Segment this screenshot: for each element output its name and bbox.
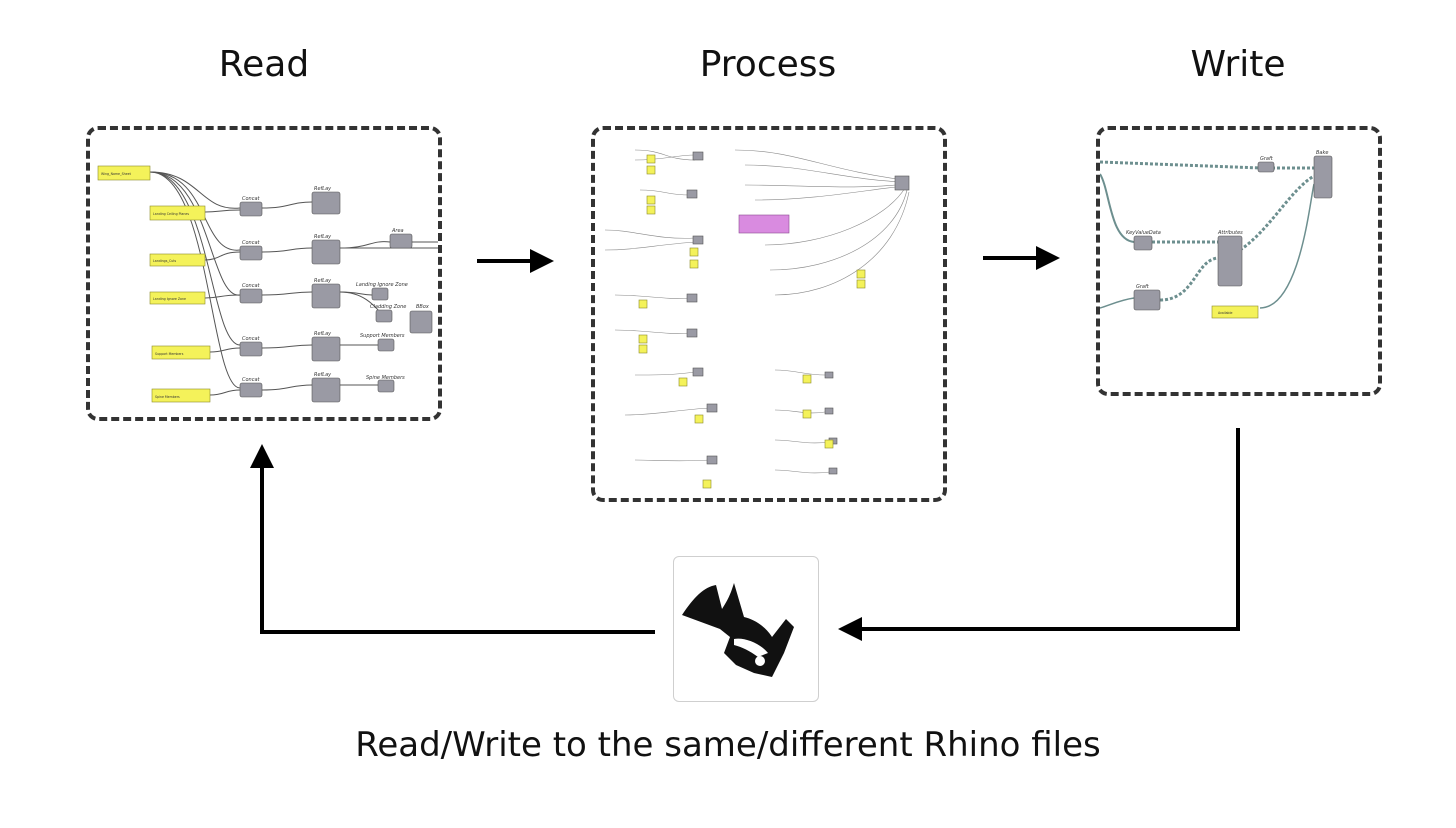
- write-component-3: Attributes: [1217, 230, 1243, 236]
- arrow-process-to-write: [983, 246, 1060, 270]
- ref-label-2: RefLay: [314, 278, 332, 284]
- rhino-logo-box: [673, 556, 819, 702]
- concat-label-3: Concat: [242, 336, 261, 342]
- output-label-5: Spine Members: [366, 375, 405, 381]
- process-panel: [591, 126, 947, 502]
- output-label-0: Area: [391, 228, 404, 234]
- write-grasshopper-graph: Graft Bake KeyValueData Attributes Graft…: [1099, 150, 1333, 319]
- write-title: Write: [1190, 44, 1286, 85]
- concat-label-1: Concat: [242, 240, 261, 246]
- arrow-read-to-process: [477, 249, 554, 273]
- process-grasshopper-graph: [604, 149, 910, 489]
- ref-label-3: RefLay: [314, 331, 332, 337]
- param-label-0: Wing_Name_Sheet: [101, 172, 132, 176]
- output-label-4: Support Members: [360, 333, 405, 339]
- param-label-4: Support Members: [155, 352, 184, 356]
- param-label-5: Spine Members: [155, 395, 180, 399]
- write-panel: Graft Bake KeyValueData Attributes Graft…: [1096, 126, 1382, 396]
- caption: Read/Write to the same/different Rhino f…: [355, 725, 1101, 765]
- ref-label-1: RefLay: [314, 234, 332, 240]
- output-label-3: BBox: [416, 304, 429, 310]
- param-label-1: Landing Ceiling Planes: [153, 212, 189, 216]
- write-param-0: Available: [1218, 311, 1232, 315]
- write-component-0: Graft: [1260, 156, 1274, 162]
- write-component-2: KeyValueData: [1126, 230, 1161, 236]
- param-label-2: Landings_Cuts: [153, 259, 176, 263]
- rhino-logo-icon: [682, 583, 794, 677]
- ref-label-0: RefLay: [314, 186, 332, 192]
- write-component-4: Graft: [1136, 284, 1150, 290]
- output-label-1: Landing Ignore Zone: [356, 282, 408, 288]
- output-label-2: Cladding Zone: [370, 304, 406, 310]
- concat-label-0: Concat: [242, 196, 261, 202]
- write-component-1: Bake: [1316, 150, 1328, 156]
- read-panel: Wing_Name_Sheet Landing Ceiling Planes L…: [86, 126, 442, 421]
- read-title: Read: [218, 44, 310, 85]
- ref-label-4: RefLay: [314, 372, 332, 378]
- process-title: Process: [699, 44, 837, 85]
- param-label-3: Landing Ignore Zone: [153, 297, 186, 301]
- read-grasshopper-graph: Wing_Name_Sheet Landing Ceiling Planes L…: [97, 165, 438, 403]
- concat-label-2: Concat: [242, 283, 261, 289]
- concat-label-4: Concat: [242, 377, 261, 383]
